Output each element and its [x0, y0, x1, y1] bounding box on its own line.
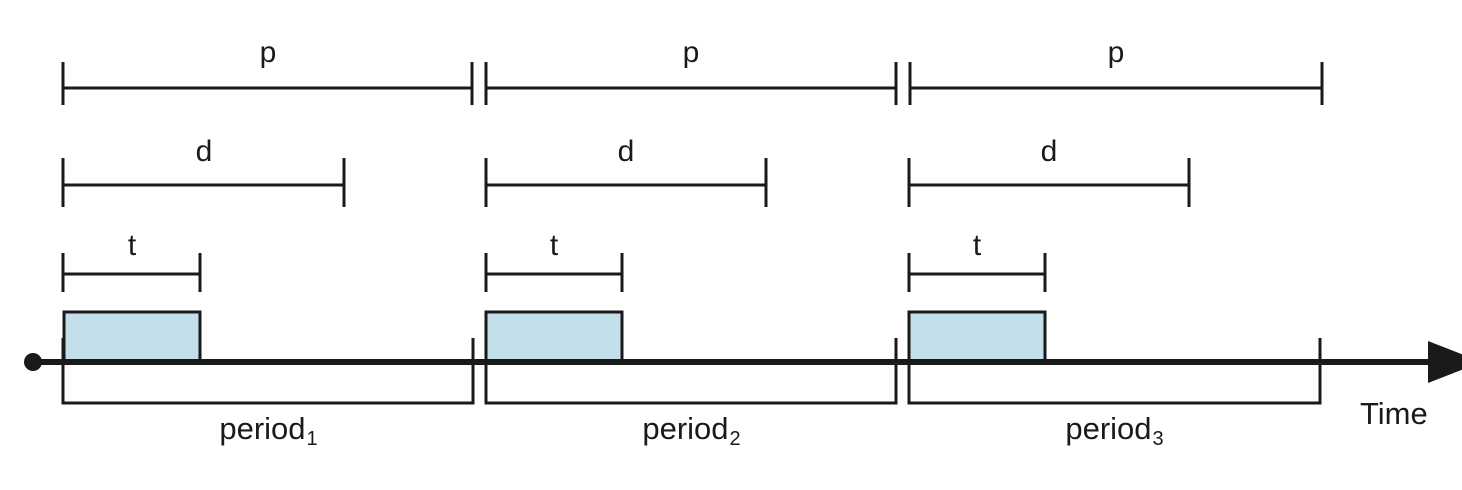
axis-label-time: Time — [1360, 396, 1428, 431]
execution-row-1 — [61, 253, 202, 292]
period-label-3: period3 — [1065, 411, 1164, 450]
label-p-1: p — [259, 36, 277, 69]
period-bracket-1 — [61, 375, 475, 405]
execution-block-2 — [484, 310, 624, 364]
label-d-2: d — [617, 135, 635, 168]
period-label-2: period2 — [642, 411, 741, 450]
execution-row-3 — [907, 253, 1047, 292]
period-row-2 — [484, 62, 898, 105]
period-row-3 — [908, 62, 1324, 105]
label-p-3: p — [1107, 36, 1125, 69]
label-p-2: p — [682, 36, 700, 69]
label-t-2: t — [549, 229, 559, 262]
label-d-1: d — [195, 135, 213, 168]
execution-block-1 — [62, 310, 202, 364]
execution-row-2 — [484, 253, 624, 292]
period-label-1: period1 — [219, 411, 318, 450]
label-t-1: t — [127, 229, 137, 262]
execution-block-3 — [907, 310, 1047, 364]
period-bracket-3 — [907, 375, 1322, 405]
label-t-3: t — [972, 229, 982, 262]
deadline-row-3 — [907, 158, 1191, 207]
deadline-row-1 — [61, 158, 346, 207]
timeline-origin-dot — [24, 353, 42, 371]
period-bracket-2 — [484, 375, 898, 405]
deadline-row-2 — [484, 158, 768, 207]
period-row-1 — [61, 62, 474, 105]
label-d-3: d — [1040, 135, 1058, 168]
